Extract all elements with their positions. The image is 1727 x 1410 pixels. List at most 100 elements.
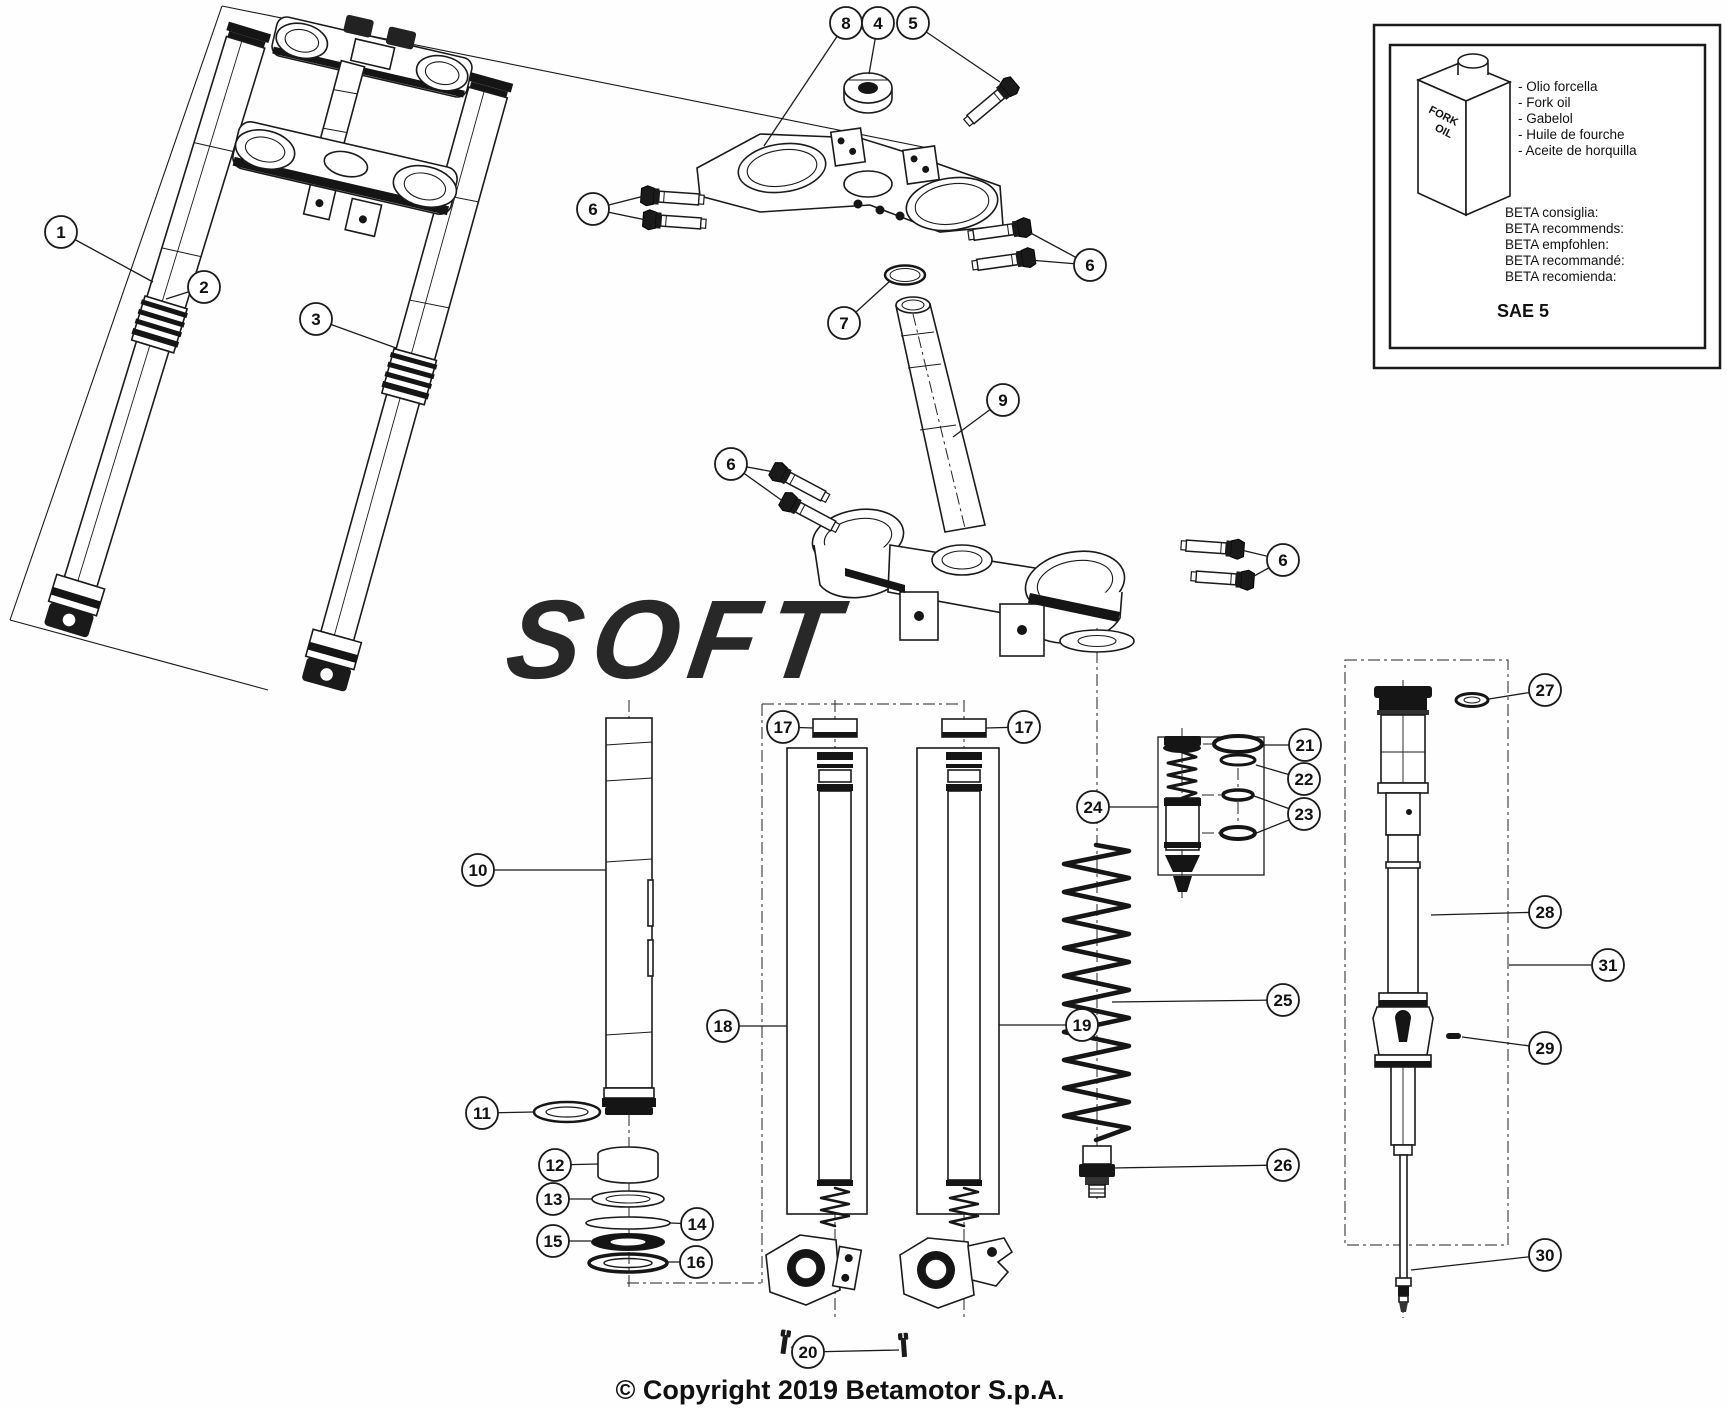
callout-number-28: 28 [1536,903,1555,922]
callout-25: 25 [1266,983,1300,1017]
callout-6: 6 [1266,543,1300,577]
callout-number-27: 27 [1536,681,1555,700]
callout-number-3: 3 [311,310,320,329]
callout-circle-20 [791,1335,825,1369]
outer-tube-left [765,700,868,1320]
callout-10: 10 [461,853,495,887]
callout-number-6: 6 [588,200,597,219]
callout-number-20: 20 [799,1343,818,1362]
callout-number-16: 16 [687,1253,706,1272]
callout-circle-6 [1073,248,1107,282]
oil-bottle: FORK OIL [1415,53,1513,217]
callout-number-13: 13 [544,1190,563,1209]
callout-circle-11 [465,1096,499,1130]
callout-2: 2 [187,270,221,304]
cartridge-group [1344,659,1509,1318]
leader-line-30 [1410,1254,1546,1271]
beta-line-it: BETA consiglia: [1505,205,1599,220]
callout-number-14: 14 [688,1215,707,1234]
callout-12: 12 [538,1148,572,1182]
callout-22: 22 [1287,762,1321,796]
callout-29: 29 [1528,1031,1562,1065]
outer-tube-right [899,700,1014,1320]
callout-circle-4 [861,6,895,40]
callout-number-12: 12 [546,1156,565,1175]
oil-name-de: - Gabelol [1518,111,1573,126]
callout-4: 4 [861,6,895,40]
callout-17: 17 [1007,710,1041,744]
callout-21: 21 [1288,728,1322,762]
callout-circle-26 [1266,1148,1300,1182]
callout-circle-6 [1266,543,1300,577]
assembled-upper-clamp [271,14,473,98]
callout-number-2: 2 [199,278,208,297]
callout-circle-6 [714,447,748,481]
callout-number-1: 1 [56,223,65,242]
callout-circle-19 [1065,1008,1099,1042]
callout-number-31: 31 [1599,956,1618,975]
callout-number-15: 15 [544,1232,563,1251]
callout-number-17: 17 [774,718,793,737]
callout-circle-12 [538,1148,572,1182]
watermark-text: SOFT [499,576,855,701]
callout-17: 17 [766,710,800,744]
callout-number-25: 25 [1274,991,1293,1010]
callout-number-21: 21 [1296,736,1315,755]
callout-number-8: 8 [841,14,850,33]
callout-circle-5 [896,6,930,40]
upper-triple-clamp-exploded [696,127,1004,233]
callout-19: 19 [1065,1008,1099,1042]
callout-number-5: 5 [908,14,917,33]
callout-number-6: 6 [1085,256,1094,275]
callout-number-19: 19 [1073,1016,1092,1035]
oil-name-es: - Aceite de horquilla [1518,143,1637,158]
callout-3: 3 [299,302,333,336]
callout-circle-24 [1076,790,1110,824]
fork-leg-left [40,19,275,640]
oil-name-it: - Olio forcella [1518,79,1598,94]
beta-line-de: BETA empfohlen: [1505,237,1609,252]
stem-bolt [959,73,1023,132]
callout-circle-17 [766,710,800,744]
callout-16: 16 [679,1245,713,1279]
beta-line-es: BETA recomienda: [1505,269,1617,284]
callout-20: 20 [791,1335,825,1369]
steering-cap-nut [843,72,893,114]
callout-number-30: 30 [1536,1246,1555,1265]
callout-13: 13 [536,1182,570,1216]
callout-number-6: 6 [726,455,735,474]
callout-number-29: 29 [1536,1039,1555,1058]
callout-number-9: 9 [998,391,1007,410]
leader-line-26 [1112,1164,1284,1169]
callout-circle-6 [576,192,610,226]
callout-circle-31 [1591,948,1625,982]
leader-line-28 [1430,911,1546,916]
callout-number-24: 24 [1084,798,1103,817]
leader-line-8 [763,22,847,147]
callout-circle-7 [827,306,861,340]
callout-number-6: 6 [1278,551,1287,570]
callout-18: 18 [706,1009,740,1043]
leader-line-25 [1111,999,1284,1003]
valve-group [1157,728,1265,898]
callout-28: 28 [1528,895,1562,929]
oil-info-box: FORK OIL - Olio forcella - Fork oil - Ga… [1372,23,1722,370]
leader-line-5 [912,22,1001,83]
callout-7: 7 [827,306,861,340]
upper-clamp-bolts-left [639,184,708,235]
callout-circle-15 [536,1224,570,1258]
callout-5: 5 [896,6,930,40]
callout-number-17: 17 [1015,718,1034,737]
callout-circle-9 [986,383,1020,417]
outer-tube-bracket [627,703,962,1284]
callout-circle-23 [1287,797,1321,831]
lower-triple-clamp-exploded [811,296,1126,657]
callout-circle-18 [706,1009,740,1043]
callout-number-18: 18 [714,1017,733,1036]
callout-6: 6 [714,447,748,481]
callout-circle-30 [1528,1238,1562,1272]
inner-tube-group [532,700,671,1290]
